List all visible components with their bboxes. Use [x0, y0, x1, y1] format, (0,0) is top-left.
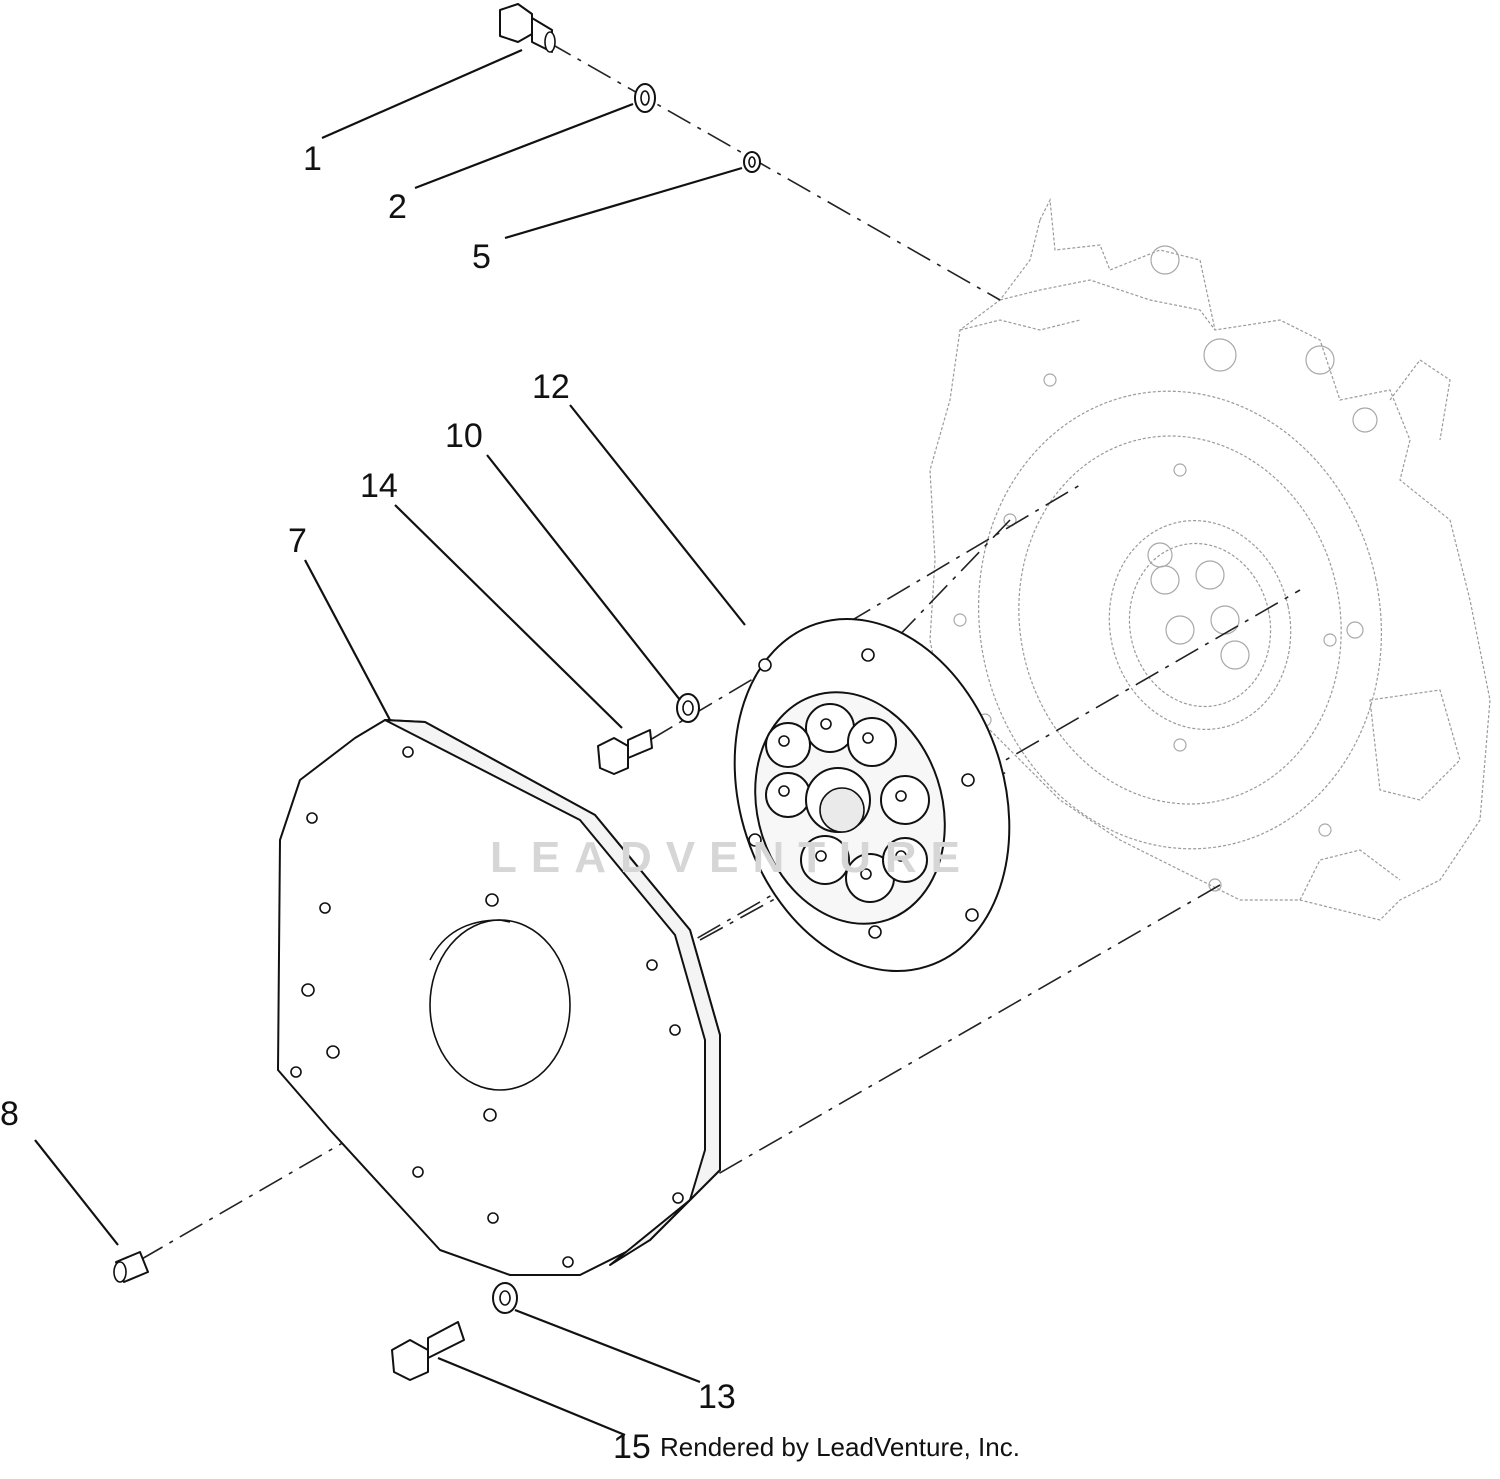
part-2-washer — [634, 83, 656, 113]
part-7-adapter-plate — [277, 719, 721, 1276]
part-14-bolt — [597, 729, 653, 775]
callout-15: 15 — [613, 1428, 651, 1466]
callouts: 1 2 5 12 10 14 7 8 13 15 — [0, 140, 736, 1466]
part-10-washer — [676, 693, 700, 723]
leader-lines — [34, 48, 746, 1437]
callout-1: 1 — [303, 140, 322, 178]
part-13-washer — [492, 1282, 518, 1314]
callout-14: 14 — [360, 467, 398, 505]
callout-5: 5 — [472, 238, 491, 276]
part-1-bolt — [499, 3, 556, 53]
footer-credit: Rendered by LeadVenture, Inc. — [660, 1432, 1020, 1462]
part-5-lock-washer — [743, 151, 761, 173]
part-8-dowel-pin — [113, 1251, 149, 1283]
engine-ghost — [929, 197, 1491, 921]
callout-13: 13 — [698, 1378, 736, 1416]
callout-7: 7 — [288, 522, 307, 560]
callout-12: 12 — [532, 368, 570, 406]
callout-8: 8 — [0, 1095, 19, 1133]
watermark-text: LEADVENTURE — [490, 833, 974, 882]
callout-2: 2 — [388, 188, 407, 226]
callout-10: 10 — [445, 417, 483, 455]
part-15-bolt — [391, 1321, 465, 1381]
part-12-coupling-disk — [733, 618, 1011, 972]
